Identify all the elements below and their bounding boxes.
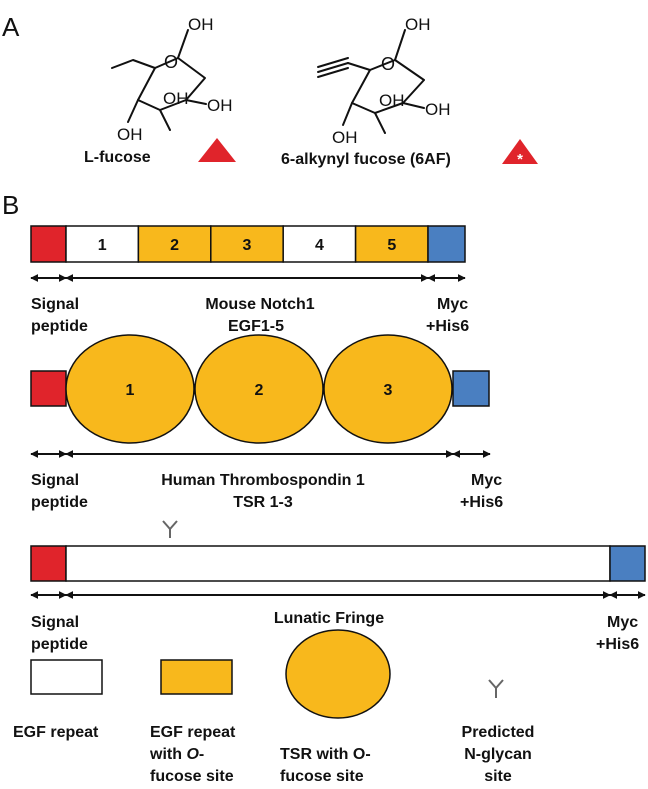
alkynyl-ring-o: O — [381, 54, 395, 74]
legend-glycan-label-1: Predicted — [462, 724, 535, 741]
legend-tsr-label-1: TSR with O- — [280, 746, 371, 763]
alkynyl-oh-right: OH — [425, 100, 451, 119]
lfucose-oh-top: OH — [188, 15, 214, 34]
thbs-tag-label-2: +His6 — [460, 494, 503, 511]
lfng-center-label: Lunatic Fringe — [274, 610, 384, 627]
legend-egf-o-swatch — [160, 659, 233, 695]
l-fucose-structure: O OH OH OH OH — [111, 15, 233, 144]
thbs-signal-peptide — [30, 370, 67, 407]
lfng-signal-label-2: peptide — [31, 636, 88, 653]
legend-glycan-label-3: site — [484, 768, 512, 785]
notch-center-label-1: Mouse Notch1 — [205, 296, 314, 313]
alkynyl-triangle-marker — [502, 139, 538, 164]
thbs-tsr-label-3: 3 — [384, 382, 393, 399]
alkynyl-oh-mid: OH — [379, 91, 405, 110]
lfng-tag-label-1: Myc — [607, 614, 638, 631]
thbs-center-label-2: TSR 1-3 — [233, 494, 293, 511]
legend-egf-label: EGF repeat — [13, 724, 99, 741]
notch-signal-label-2: peptide — [31, 318, 88, 335]
lfng-tag-label-2: +His6 — [596, 636, 639, 653]
lfucose-triangle-marker — [198, 138, 236, 162]
notch-egf-label-3: 3 — [243, 237, 252, 254]
notch-egf-2 — [137, 225, 212, 263]
legend-egf-o-label-3: fucose site — [150, 768, 234, 785]
alkynyl-asterisk: * — [517, 151, 523, 168]
legend-egf-o-italic: O — [186, 746, 199, 763]
legend-egf-o-label-1: EGF repeat — [150, 724, 236, 741]
thbs-tsr-label-1: 1 — [126, 382, 135, 399]
lfucose-oh-bottom: OH — [117, 125, 143, 144]
notch-center-label-2: EGF1-5 — [228, 318, 284, 335]
lfng-signal-label-1: Signal — [31, 614, 79, 631]
notch-egf-label-5: 5 — [387, 237, 396, 254]
alkynyl-oh-top: OH — [405, 15, 431, 34]
lfng-n-glycan-icon — [162, 520, 178, 538]
alkynyl-fucose-structure: O OH OH OH OH — [317, 15, 451, 147]
notch-egf-label-1: 1 — [98, 237, 107, 254]
lfng-signal-peptide — [30, 545, 67, 582]
thbs-construct: 1 2 3 — [65, 334, 453, 444]
notch-tag-label-1: Myc — [437, 296, 468, 313]
lfucose-oh-mid: OH — [163, 89, 189, 108]
notch-signal-label-1: Signal — [31, 296, 79, 313]
thbs-tag-label-1: Myc — [471, 472, 502, 489]
notch-egf-label-2: 2 — [170, 237, 179, 254]
thbs-tsr-3 — [323, 334, 453, 444]
legend-egf-o-label-2: with O- — [149, 746, 204, 763]
thbs-center-label-1: Human Thrombospondin 1 — [161, 472, 365, 489]
lfucose-name: L-fucose — [84, 149, 151, 166]
legend-glycan-label-2: N-glycan — [464, 746, 532, 763]
thbs-tag — [452, 370, 490, 407]
legend-egf-o-dash: - — [199, 746, 204, 763]
panel-label-b: B — [2, 190, 19, 220]
alkynyl-name: 6-alkynyl fucose (6AF) — [281, 151, 451, 168]
notch-egf-3 — [210, 225, 284, 263]
notch-tag — [427, 225, 466, 263]
legend-egf-swatch — [30, 659, 103, 695]
lfng-tag — [609, 545, 646, 582]
legend-n-glycan-icon — [488, 679, 504, 698]
notch-construct: 1 2 3 4 5 — [30, 225, 466, 263]
notch-tag-label-2: +His6 — [426, 318, 469, 335]
legend-egf-o-with: with — [149, 746, 186, 763]
thbs-signal-label-2: peptide — [31, 494, 88, 511]
lfucose-oh-right: OH — [207, 96, 233, 115]
lfucose-ring-o: O — [164, 52, 178, 72]
notch-egf-label-4: 4 — [315, 237, 324, 254]
thbs-tsr-1 — [65, 334, 195, 444]
notch-signal-peptide — [30, 225, 67, 263]
panel-label-a: A — [2, 12, 20, 42]
alkynyl-oh-bottom: OH — [332, 128, 358, 147]
thbs-tsr-label-2: 2 — [255, 382, 264, 399]
thbs-signal-label-1: Signal — [31, 472, 79, 489]
lfng-body — [65, 545, 611, 582]
thbs-tsr-2 — [194, 334, 324, 444]
legend-tsr-swatch — [285, 629, 391, 719]
legend-tsr-label-2: fucose site — [280, 768, 364, 785]
